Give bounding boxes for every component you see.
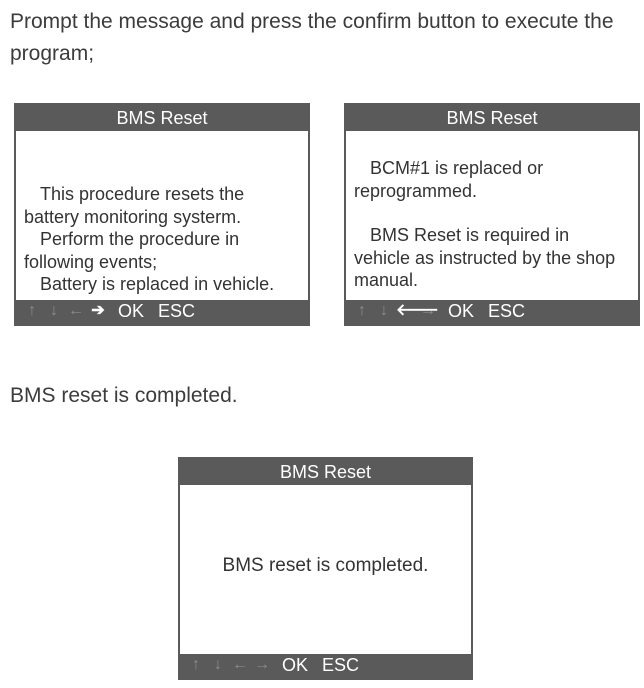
message-line: manual. [354, 270, 419, 290]
up-arrow-icon[interactable]: ↑ [358, 302, 366, 319]
bms-reset-screen-3: BMS Reset BMS reset is completed. ↑ ↓ ← … [178, 457, 473, 680]
message-line: following events; [24, 252, 158, 272]
esc-button[interactable]: ESC [322, 654, 360, 675]
screen-title: BMS Reset [446, 108, 538, 128]
message-line: Perform the procedure in [40, 229, 240, 249]
up-arrow-icon[interactable]: ↑ [28, 302, 36, 319]
right-arrow-icon[interactable]: ➔ [91, 302, 105, 319]
arrow-keys: ↑ ↓ ← → [186, 652, 282, 678]
ok-button[interactable]: OK [118, 300, 145, 321]
down-arrow-icon[interactable]: ↓ [214, 656, 222, 673]
esc-button[interactable]: ESC [488, 300, 526, 321]
up-arrow-icon[interactable]: ↑ [192, 656, 200, 673]
bms-reset-screen-1: BMS Reset This procedure resets the batt… [14, 103, 310, 326]
down-arrow-icon[interactable]: ↓ [50, 302, 58, 319]
ok-button[interactable]: OK [448, 300, 475, 321]
left-arrow-icon[interactable]: 🡐 [396, 302, 439, 319]
intro-text: Prompt the message and press the confirm… [10, 10, 614, 65]
message-line: Battery is replaced in vehicle. [40, 274, 275, 294]
bms-reset-screen-2: BMS Reset BCM#1 is replaced or reprogram… [344, 103, 640, 326]
left-arrow-icon[interactable]: ← [68, 302, 84, 319]
screen-title: BMS Reset [279, 462, 372, 482]
screen-footer: ↑ ↓ ← ➔ OK ESC [16, 298, 308, 324]
screen-footer: ↑ ↓ 🡐 → OK ESC [346, 298, 638, 324]
ok-button[interactable]: OK [282, 654, 309, 675]
completed-caption: BMS reset is completed. [10, 384, 238, 407]
message-line: BCM#1 is replaced or [370, 158, 544, 178]
screen-body: BMS reset is completed. [180, 485, 471, 654]
esc-button[interactable]: ESC [158, 300, 196, 321]
message-line: BMS reset is completed. [222, 555, 429, 576]
message-line: BMS Reset is required in [370, 225, 570, 245]
right-arrow-icon[interactable]: → [420, 302, 436, 319]
message-line: This procedure resets the [40, 184, 245, 204]
screen-footer: ↑ ↓ ← → OK ESC [180, 652, 471, 678]
left-arrow-icon[interactable]: ← [232, 656, 248, 673]
message-line: reprogrammed. [354, 181, 478, 201]
arrow-keys: ↑ ↓ ← ➔ [22, 298, 118, 324]
screen-title: BMS Reset [116, 108, 208, 128]
screen-body: BCM#1 is replaced or reprogrammed. BMS R… [346, 131, 638, 300]
message-line: battery monitoring systerm. [24, 207, 242, 227]
screen-body: This procedure resets the battery monito… [16, 131, 308, 300]
down-arrow-icon[interactable]: ↓ [380, 302, 388, 319]
message-line: vehicle as instructed by the shop [354, 248, 616, 268]
right-arrow-icon[interactable]: → [254, 656, 270, 673]
arrow-keys: ↑ ↓ 🡐 → [352, 298, 448, 324]
